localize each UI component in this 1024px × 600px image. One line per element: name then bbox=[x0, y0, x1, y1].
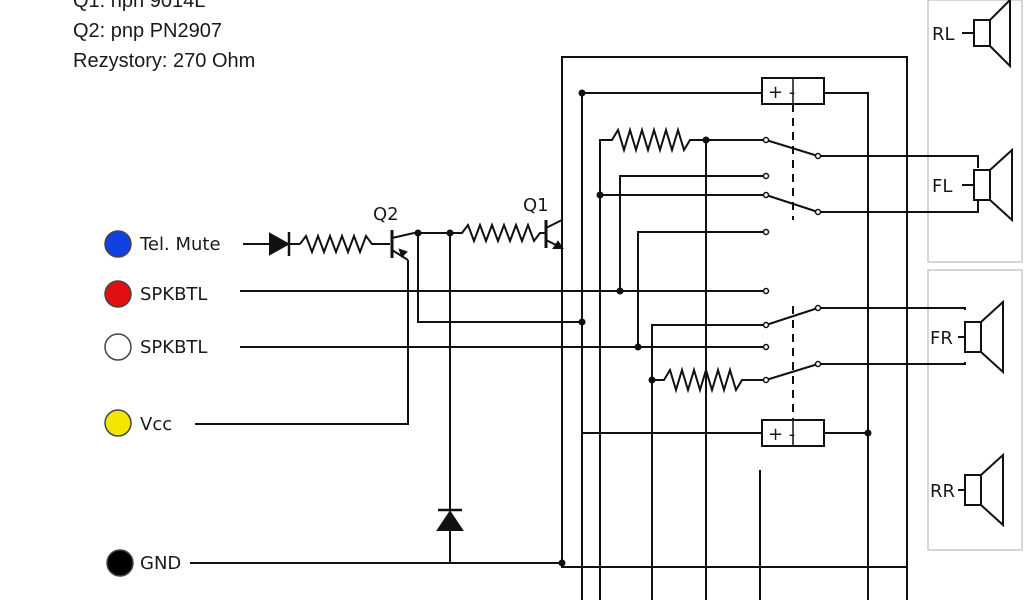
q2-feed-wire bbox=[417, 233, 582, 323]
gnd-terminal bbox=[106, 549, 134, 577]
relay-bottom-polarity: + - bbox=[768, 424, 795, 445]
relay-terminals bbox=[762, 136, 822, 384]
speaker-rr-label: RR bbox=[930, 481, 955, 502]
spkbtl-white-terminal bbox=[104, 333, 132, 361]
speaker-rl-icon bbox=[962, 0, 1011, 69]
gnd-label: GND bbox=[140, 553, 181, 574]
transistor-q2 bbox=[390, 230, 415, 261]
spkbtl-red-terminal bbox=[104, 280, 132, 308]
speaker-rl-label: RL bbox=[932, 24, 955, 45]
diode-tel-mute bbox=[269, 232, 291, 256]
speaker-fl-label: FL bbox=[932, 176, 952, 197]
q2-label: Q2 bbox=[373, 204, 399, 225]
vcc-label: Vcc bbox=[140, 414, 172, 435]
resistor-q1-base bbox=[450, 222, 545, 244]
speaker-rr-icon bbox=[958, 452, 1004, 528]
speaker-fr-label: FR bbox=[930, 328, 953, 349]
note-q1: Q1: npn 9014L bbox=[73, 0, 206, 12]
tel-mute-wire bbox=[243, 233, 390, 255]
spkbtl-label-1: SPKBTL bbox=[140, 284, 207, 305]
relay-coil-return bbox=[824, 92, 869, 434]
tel-mute-terminal bbox=[104, 230, 132, 258]
component-notes: Q1: npn 9014L Q2: pnp PN2907 Rezystory: … bbox=[73, 0, 255, 76]
speaker-panel-top bbox=[927, 0, 1023, 263]
vcc-terminal bbox=[104, 409, 132, 437]
note-q2: Q2: pnp PN2907 bbox=[73, 20, 222, 42]
ground-diode bbox=[436, 233, 464, 563]
speaker-fr-icon bbox=[958, 299, 1004, 375]
speaker-panel-bottom bbox=[927, 269, 1023, 551]
transistor-q1 bbox=[544, 219, 564, 249]
note-resistors: Rezystory: 270 Ohm bbox=[73, 50, 256, 72]
q1-label: Q1 bbox=[523, 195, 549, 216]
relay-top-polarity: + - bbox=[768, 82, 795, 103]
relay-box-outline bbox=[561, 56, 908, 568]
resistor-bottom bbox=[652, 366, 766, 394]
spkbtl-label-2: SPKBTL bbox=[140, 337, 207, 358]
speaker-fl-icon bbox=[962, 147, 1013, 223]
junction-dots bbox=[414, 89, 872, 567]
tel-mute-label: Tel. Mute bbox=[139, 234, 221, 255]
vcc-wire bbox=[195, 260, 409, 425]
resistor-top bbox=[599, 126, 766, 600]
